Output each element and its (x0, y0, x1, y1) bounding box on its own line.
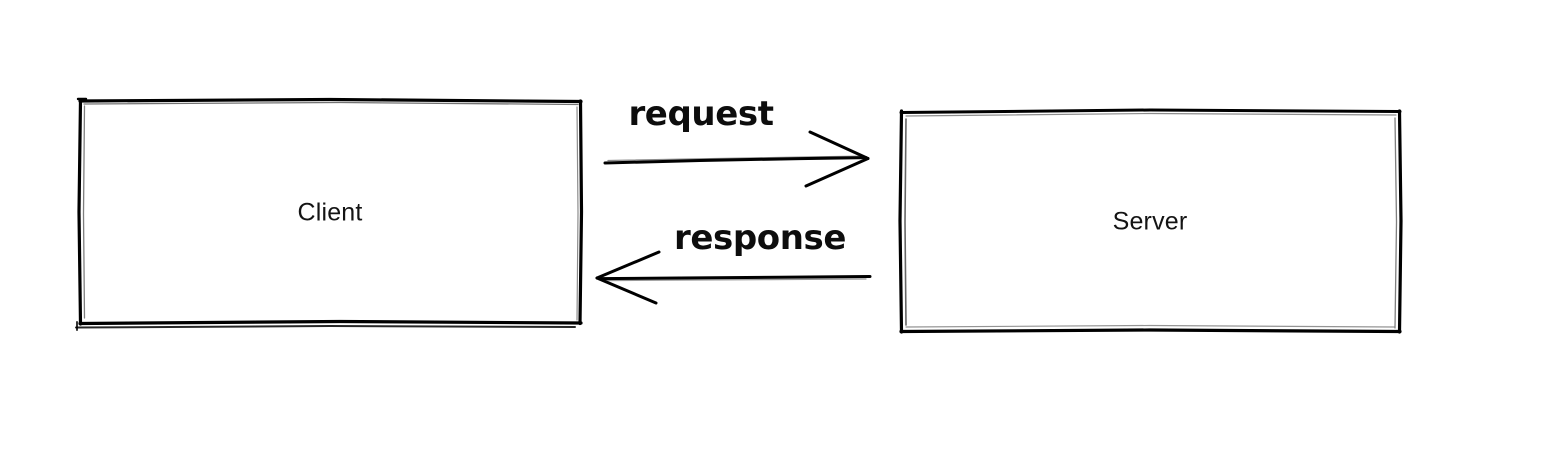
request-arrow-shape (603, 130, 870, 188)
response-edge-label: response (673, 218, 847, 258)
client-node-label: Client (297, 198, 363, 227)
response-arrow-shape (595, 250, 872, 305)
request-edge-label: request (628, 94, 774, 134)
request-arrow[interactable] (600, 130, 872, 188)
server-node-label: Server (1112, 207, 1188, 236)
server-box-shape (898, 108, 1403, 334)
response-arrow[interactable] (595, 250, 873, 306)
client-box-shape (75, 97, 584, 331)
